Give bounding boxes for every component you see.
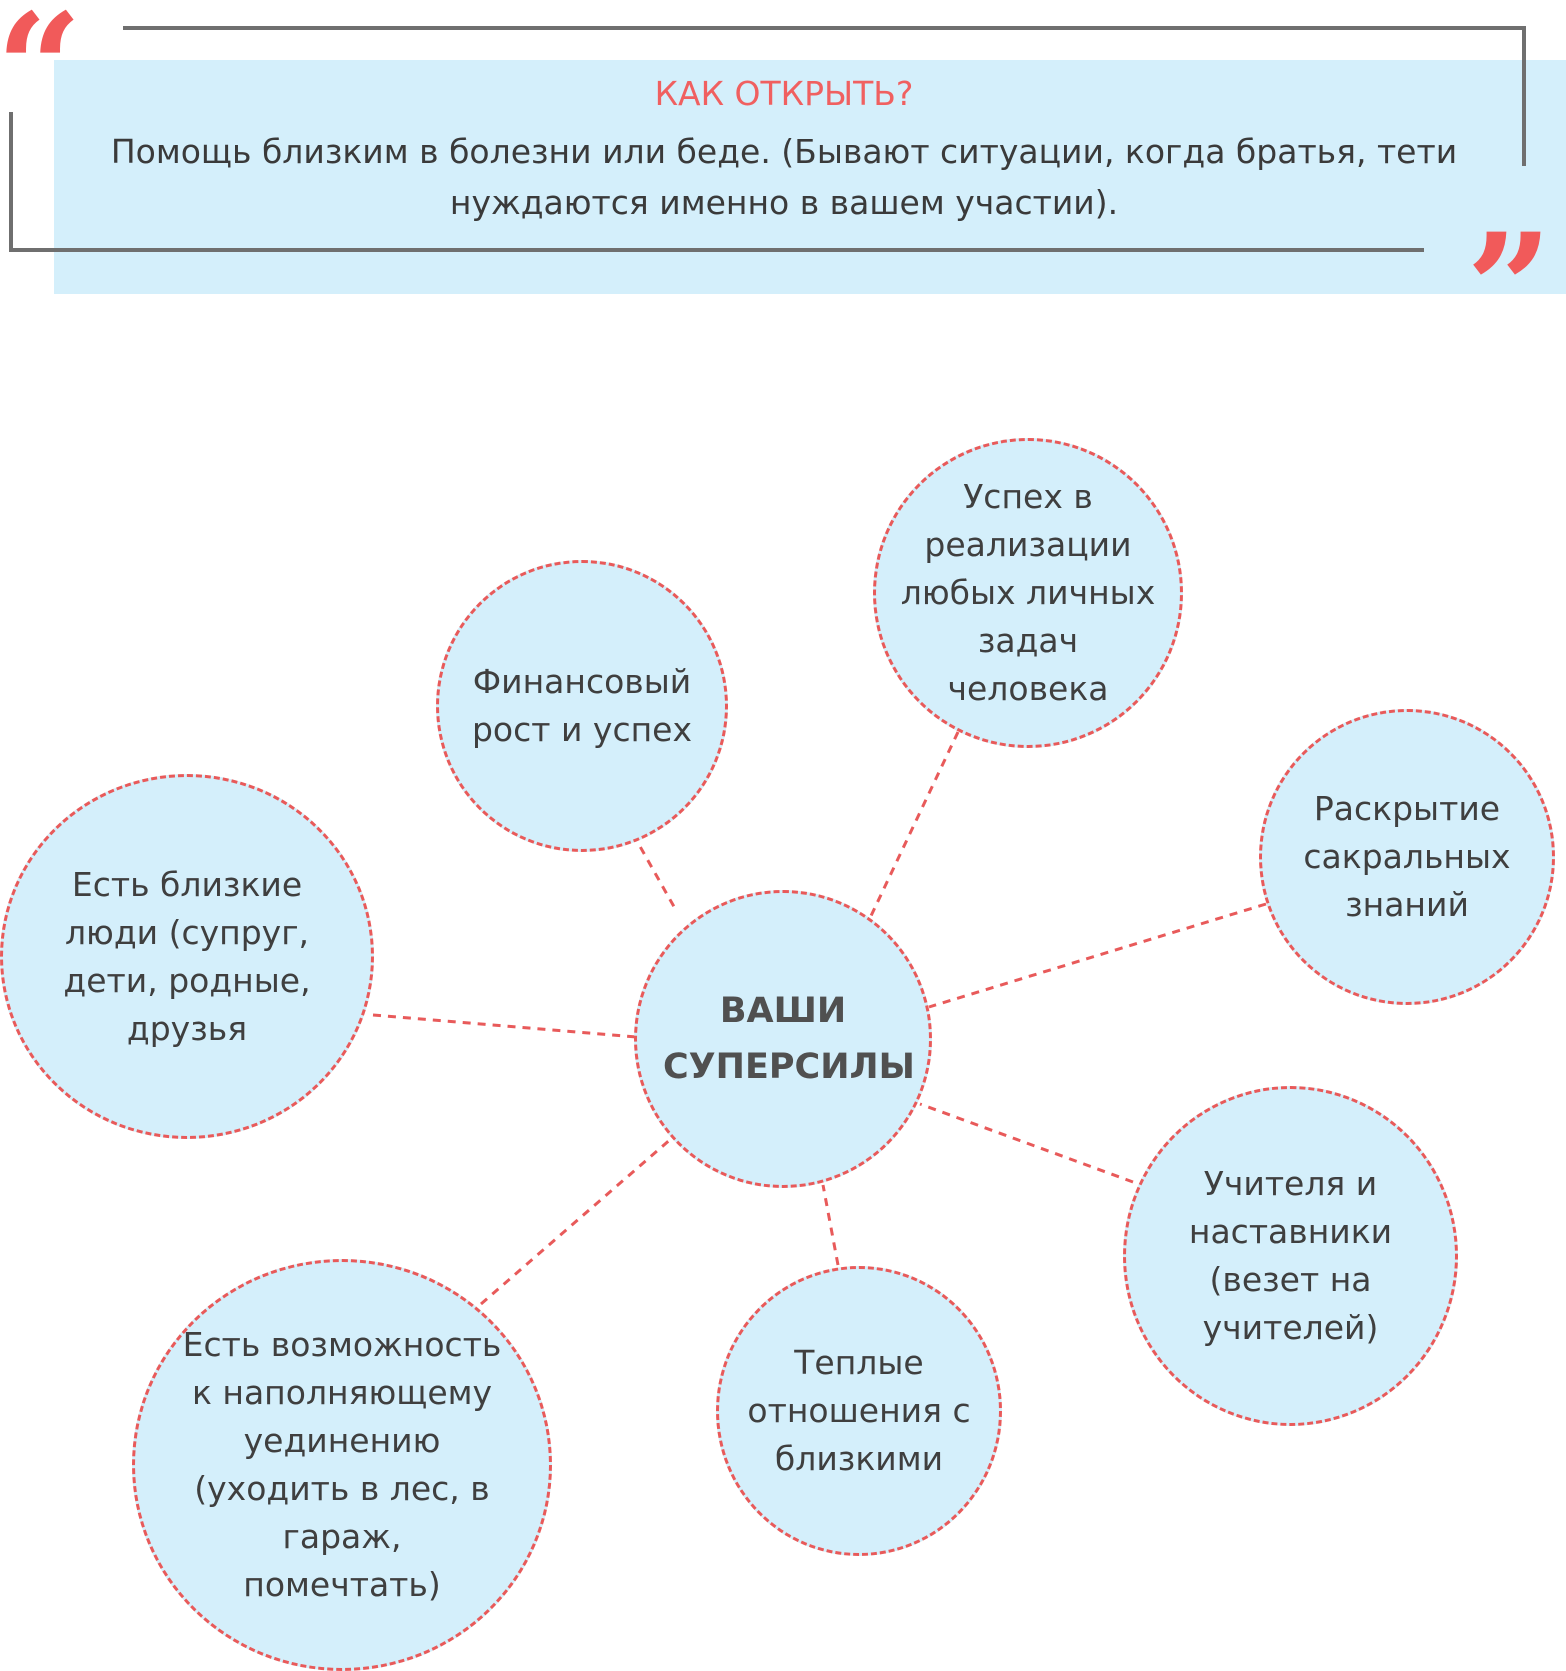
node-finance: Финансовый рост и успех bbox=[436, 560, 728, 852]
frame-right-line bbox=[1522, 26, 1526, 166]
node-tasks: Успех в реализации любых личных задач че… bbox=[873, 438, 1183, 748]
open-quote-icon: “ bbox=[0, 0, 83, 157]
frame-left-line bbox=[9, 112, 13, 252]
connector-solitude bbox=[480, 1136, 673, 1306]
node-warm-label: Теплые отношения с близкими bbox=[747, 1343, 971, 1478]
frame-bottom-line bbox=[9, 248, 1424, 252]
quote-text: Помощь близким в болезни или беде. (Быва… bbox=[110, 132, 1458, 222]
node-tasks-label: Успех в реализации любых личных задач че… bbox=[900, 477, 1156, 708]
frame-top-line bbox=[123, 26, 1526, 30]
node-teachers: Учителя и наставники (везет на учителей) bbox=[1123, 1086, 1458, 1426]
connector-tasks bbox=[868, 731, 960, 919]
node-close: Есть близкие люди (супруг, дети, родные,… bbox=[0, 774, 374, 1139]
node-center-label: ВАШИ СУПЕРСИЛЫ bbox=[663, 991, 915, 1087]
node-warm: Теплые отношения с близкими bbox=[716, 1266, 1002, 1556]
node-sacred-label: Раскрытие сакральных знаний bbox=[1303, 789, 1511, 924]
node-center: ВАШИ СУПЕРСИЛЫ bbox=[634, 890, 932, 1188]
node-solitude-label: Есть возможность к наполняющему уединени… bbox=[182, 1325, 502, 1604]
node-solitude: Есть возможность к наполняющему уединени… bbox=[132, 1259, 552, 1671]
node-teachers-label: Учителя и наставники (везет на учителей) bbox=[1188, 1164, 1393, 1347]
quote-panel bbox=[54, 60, 1566, 294]
connector-finance bbox=[631, 833, 679, 913]
node-sacred: Раскрытие сакральных знаний bbox=[1259, 709, 1555, 1005]
node-close-label: Есть близкие люди (супруг, дети, родные,… bbox=[63, 864, 311, 1048]
connector-sacred bbox=[928, 902, 1267, 1009]
node-finance-label: Финансовый рост и успех bbox=[471, 662, 692, 749]
connector-teachers bbox=[919, 1102, 1134, 1184]
connector-warm bbox=[821, 1184, 840, 1266]
quote-title: КАК ОТКРЫТЬ? bbox=[654, 74, 914, 113]
close-quote-icon: ” bbox=[1466, 201, 1553, 377]
connector-close bbox=[372, 1013, 637, 1039]
